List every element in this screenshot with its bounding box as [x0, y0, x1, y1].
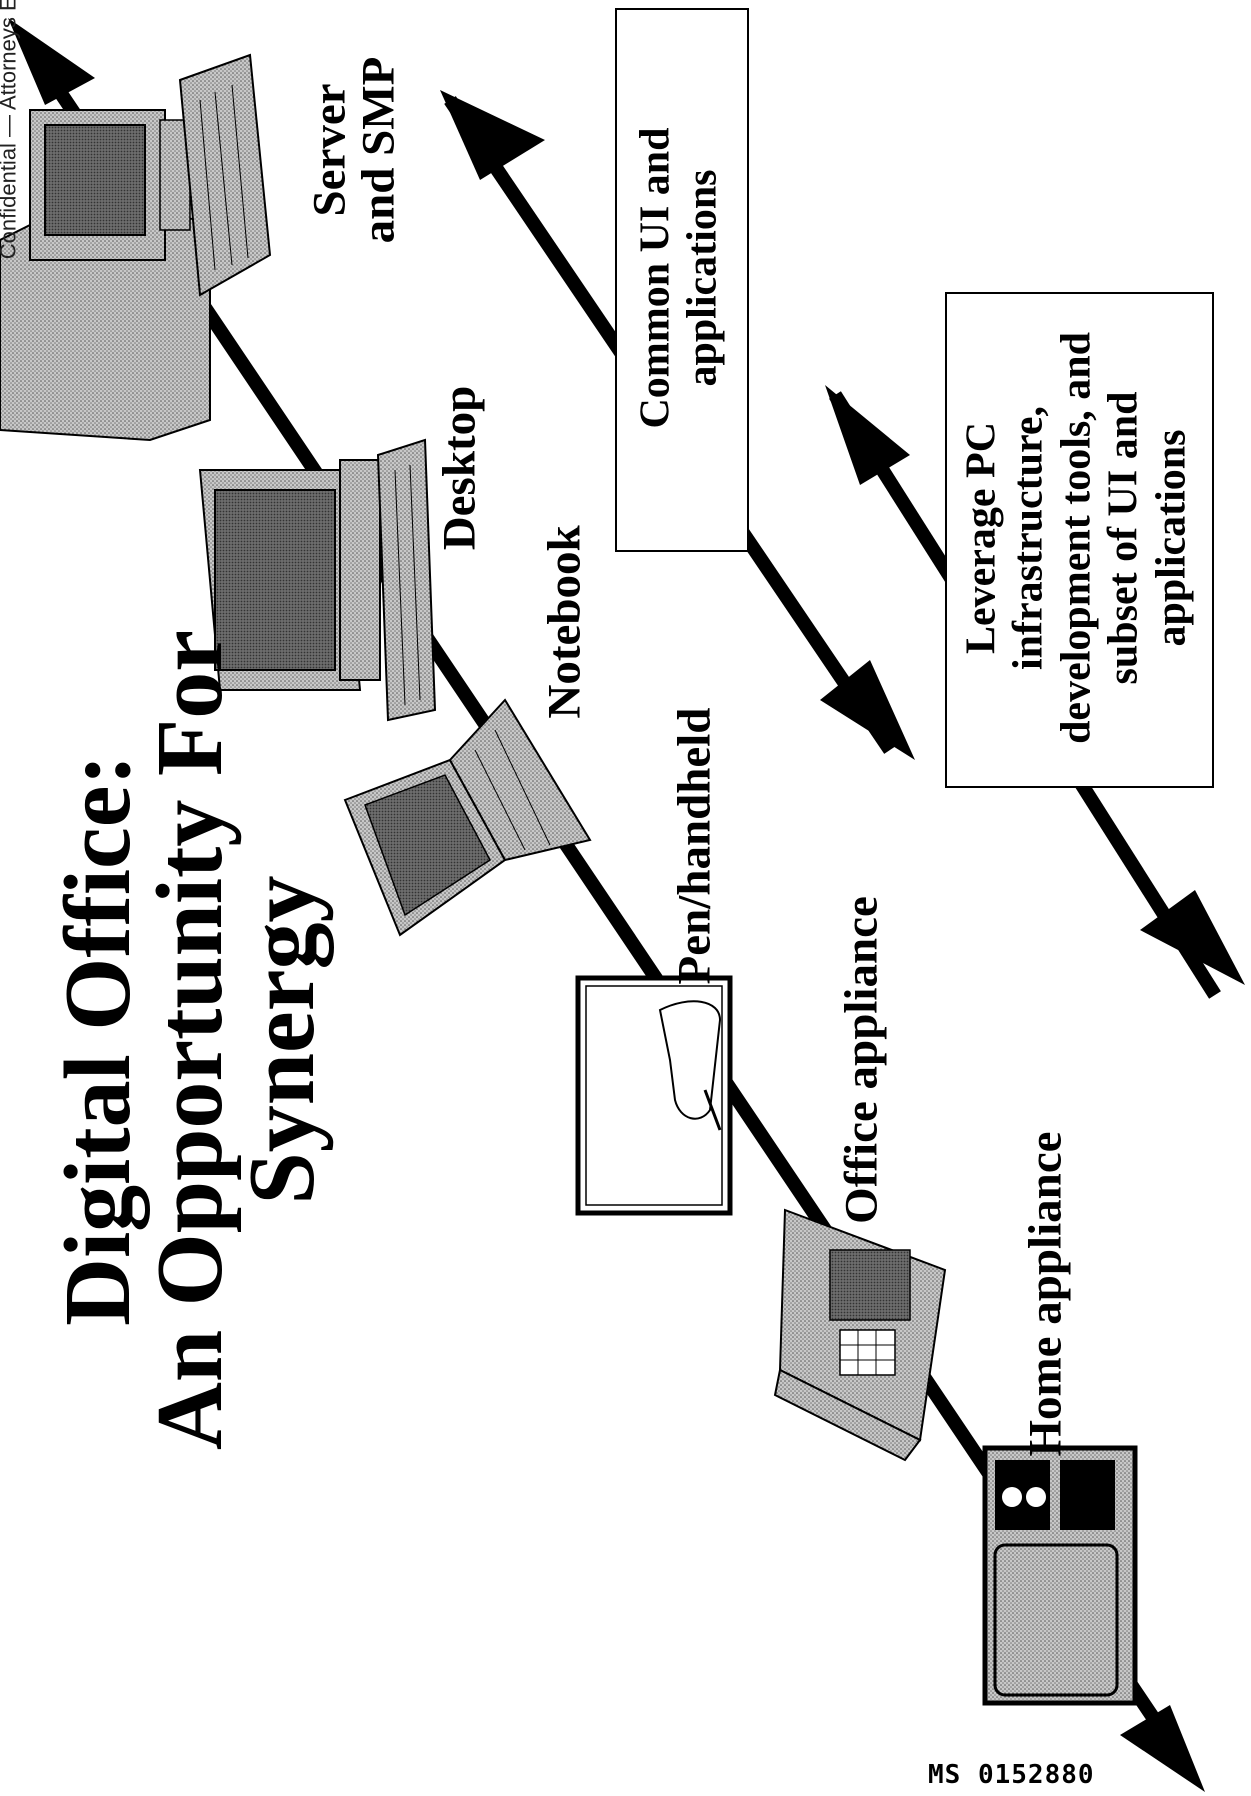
- callout-text-leverage: Leverage PC infrastructure, development …: [958, 332, 1195, 744]
- bates-stamp: MS 0152880: [928, 1760, 1095, 1790]
- callout-box-leverage: [945, 292, 1214, 788]
- label-server: Server and SMP: [303, 56, 405, 244]
- label-server-line-1: Server: [303, 83, 356, 217]
- leverage-arrow-head-top: [825, 385, 910, 485]
- continuum-arrow-head-bottom: [1120, 1705, 1205, 1792]
- callout-leverage-line-2: infrastructure,: [1005, 406, 1052, 671]
- notebook-computer-icon: [343, 698, 592, 937]
- callout-leverage-line-5: applications: [1148, 429, 1195, 647]
- title-line-3: Synergy: [230, 875, 335, 1205]
- continuum-arrow-head-top: [8, 18, 95, 105]
- callout-box-common-ui: [615, 8, 749, 552]
- label-office-appliance: Office appliance: [835, 896, 888, 1224]
- title-line-2: An Opportunity For: [137, 630, 242, 1450]
- page-title: Digital Office: An Opportunity For Syner…: [45, 630, 335, 1450]
- desktop-computer-icon: [198, 438, 437, 722]
- office-appliance-icon: [773, 1208, 947, 1462]
- television-icon: [982, 1445, 1138, 1706]
- callout-leverage-line-3: development tools, and: [1053, 332, 1100, 744]
- callout-common-line-1: Common UI and: [632, 127, 679, 429]
- label-notebook: Notebook: [538, 525, 591, 719]
- callout-common-line-2: applications: [680, 169, 726, 387]
- pen-tablet-icon: [575, 975, 733, 1216]
- leverage-arrow-head-bottom: [1140, 890, 1245, 985]
- label-server-line-2: and SMP: [353, 56, 405, 244]
- label-home-appliance: Home appliance: [1019, 1131, 1072, 1457]
- callout-leverage-line-4: subset of UI and: [1100, 391, 1147, 685]
- label-pen-handheld: Pen/handheld: [668, 707, 721, 985]
- server-computer-icon: [0, 53, 272, 442]
- confidential-header: Confidential — Attorneys Eyes Only: [0, 0, 21, 260]
- title-line-1: Digital Office:: [45, 754, 150, 1326]
- callout-text-common-ui: Common UI and applications: [633, 127, 728, 428]
- common-ui-arrow-head-bottom: [820, 660, 915, 760]
- common-ui-arrow-head-top: [440, 90, 545, 180]
- label-desktop: Desktop: [433, 385, 486, 551]
- callout-leverage-line-1: Leverage PC: [958, 421, 1005, 655]
